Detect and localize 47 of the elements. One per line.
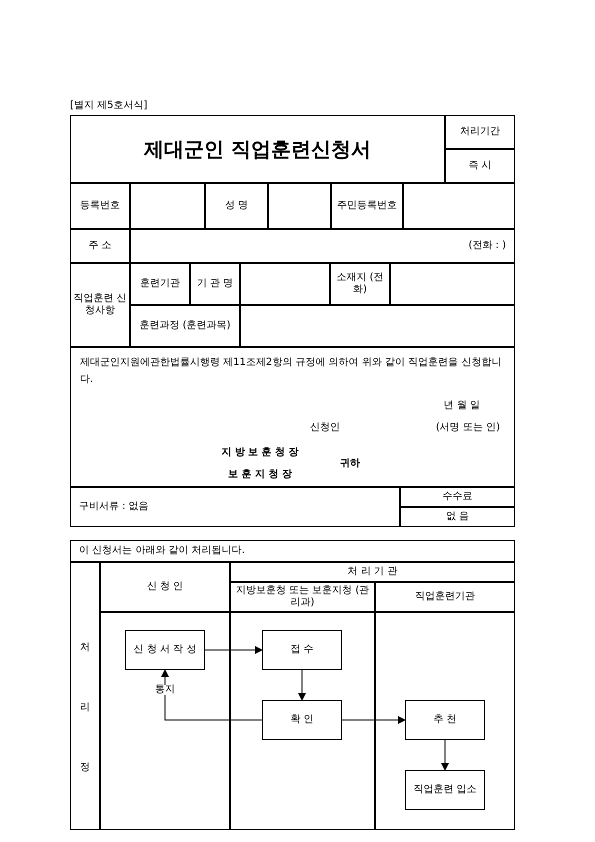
field-label: 주민등록번호 (337, 200, 397, 212)
form-text: [별지 제5호서식] (70, 98, 148, 112)
field-label: 성 명 (224, 200, 248, 212)
form-text: (서명 또는 인) (436, 420, 500, 434)
form-text: 정 (80, 760, 90, 774)
form-text: 신청인 (310, 420, 340, 434)
process-text: 직업훈련 입소 (413, 784, 477, 796)
field-label: 직업훈련 신청사항 (72, 292, 128, 318)
field-label: 처리기간 (460, 126, 500, 138)
arrow (204, 646, 263, 654)
form-text: 처 (80, 640, 90, 654)
arrow (298, 670, 306, 701)
form-text: 리 (80, 700, 90, 714)
form-text: 귀하 (340, 456, 360, 470)
field-label: 직업훈련기관 (415, 590, 475, 604)
field-label: 없 음 (446, 510, 470, 524)
form-title: 제대군인 직업훈련신청서 (144, 136, 371, 163)
field-label: 지방보훈청 또는 보훈지청 (관리과) (234, 584, 370, 610)
process-box (405, 770, 485, 810)
field-label: 등록번호 (80, 200, 120, 212)
field-label: 구비서류 : 없음 (79, 500, 149, 514)
field-label: 즉 시 (468, 160, 492, 172)
arrow (441, 740, 449, 771)
field-label: 이 신청서는 아래와 같이 처리됩니다. (79, 544, 245, 558)
process-text: 신 청 서 작 성 (134, 644, 196, 656)
arrow (161, 669, 262, 720)
field-label: 소재지 (전 화) (335, 272, 385, 296)
form-text: 보 훈 지 청 장 (228, 468, 292, 482)
field-label: 수수료 (442, 490, 472, 504)
form-text: 제대군인지원에관한법률시행령 제11조제2항의 규정에 의하여 위와 같이 직업훈련을 신청합니다. (80, 356, 502, 387)
process-box (125, 630, 205, 670)
arrow (342, 716, 406, 724)
field-label: (전화 : ) (468, 240, 506, 252)
field-label: 훈련과정 (훈련과목) (140, 320, 230, 332)
form-text: 년 월 일 (444, 398, 480, 412)
process-box (262, 630, 342, 670)
process-box (405, 700, 485, 740)
field-label: 주 소 (88, 240, 112, 252)
process-box (262, 700, 342, 740)
field-label: 기 관 명 (196, 278, 234, 290)
process-text: 접 수 (290, 644, 314, 656)
process-text: 추 천 (433, 714, 457, 726)
field-label: 신 청 인 (146, 580, 184, 594)
process-text: 확 인 (290, 714, 314, 726)
field-label: 훈련기관 (140, 278, 180, 290)
field-label: 처 리 기 관 (348, 566, 398, 578)
form-text: 지 방 보 훈 청 장 (221, 446, 299, 460)
